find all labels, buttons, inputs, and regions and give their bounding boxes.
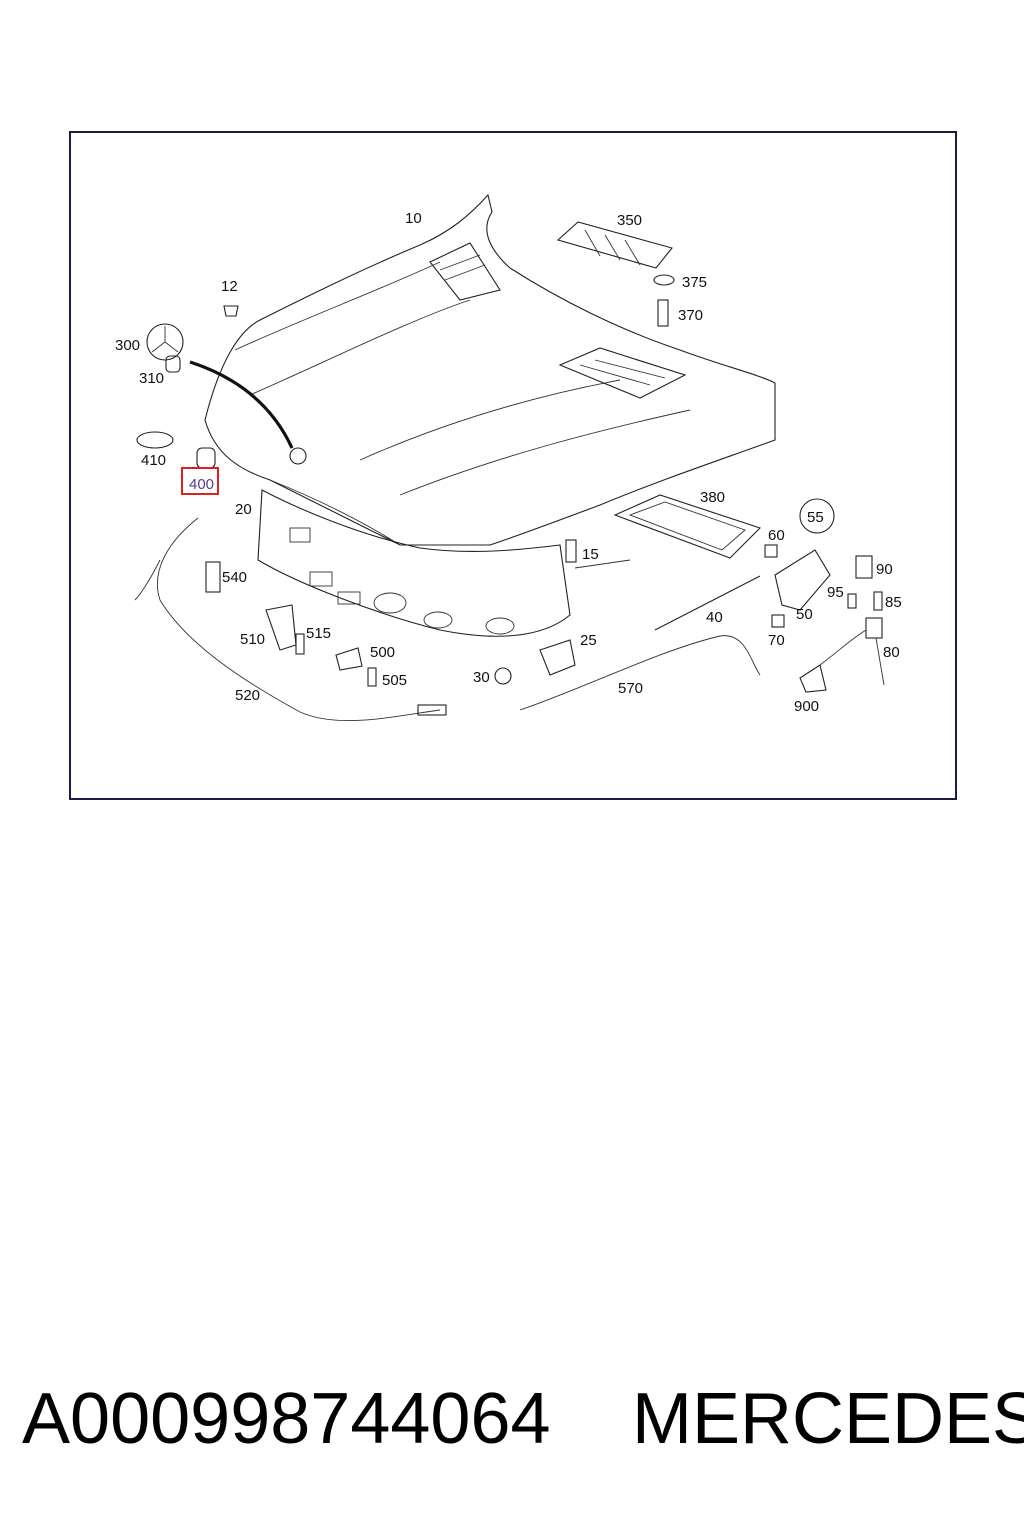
callout-370: 370 [678,307,703,324]
clip-30 [494,667,512,685]
callout-505: 505 [382,672,407,689]
emblem-grommet [165,355,181,373]
callout-350: 350 [617,212,642,229]
callout-300: 300 [115,337,140,354]
callout-10: 10 [405,210,422,227]
seal-410 [136,431,174,449]
callout-80: 80 [883,644,900,661]
callout-70: 70 [768,632,785,649]
gas-strut-40 [574,559,761,631]
hood-latch-50 [774,549,831,611]
callout-375: 375 [682,274,707,291]
hood-panel [204,193,776,546]
callout-15: 15 [582,546,599,563]
bumper-12 [223,305,239,317]
callout-90: 90 [876,561,893,578]
emblem-star [146,323,184,361]
callout-55: 55 [807,509,824,526]
hood-vent-rear [429,242,501,301]
washer-375 [653,274,675,286]
callout-510: 510 [240,631,265,648]
diagram-frame [69,131,957,800]
callout-95: 95 [827,584,844,601]
callout-500: 500 [370,644,395,661]
wire-900 [799,629,867,693]
callout-40: 40 [706,609,723,626]
callout-85: 85 [885,594,902,611]
hood-release-cable-540 [205,561,221,593]
callout-515: 515 [306,625,331,642]
emblem-arrow [189,360,294,449]
cover-25 [539,639,576,676]
nut-60 [764,544,778,558]
screw-505 [367,667,377,687]
cable-520 [134,517,447,722]
nut-70 [771,614,785,628]
callout-900: 900 [794,698,819,715]
callout-30: 30 [473,669,490,686]
screw-85 [873,591,883,611]
callout-570: 570 [618,680,643,697]
buffer-400 [196,447,216,469]
insulation-380 [613,494,762,559]
switch-90 [855,555,873,579]
brand-name: MERCEDES [632,1379,1024,1459]
callout-12: 12 [221,278,238,295]
screw-515 [295,633,305,655]
callout-380: 380 [700,489,725,506]
callout-20: 20 [235,501,252,518]
callout-310: 310 [139,370,164,387]
vent-grille-350 [556,221,673,269]
callout-25: 25 [580,632,597,649]
callout-ring-55 [799,498,835,534]
bracket-500 [335,647,363,671]
callout-60: 60 [768,527,785,544]
part-number: A000998744064 [22,1379,551,1459]
sensor-80 [865,617,885,686]
screw-95 [847,593,857,609]
hood-vent-front [558,347,687,399]
product-footer: A000998744064 MERCEDES [0,1378,1024,1468]
cable-570 [519,635,761,711]
callout-400: 400 [189,476,214,493]
callout-50: 50 [796,606,813,623]
callout-540: 540 [222,569,247,586]
callout-410: 410 [141,452,166,469]
clip-15 [565,539,577,563]
screw-370 [657,299,669,327]
emblem-mount-ring [289,447,307,465]
bracket-510 [265,604,297,651]
highlight-box-400 [181,467,219,495]
callout-520: 520 [235,687,260,704]
hood-inner-panel [257,489,571,637]
